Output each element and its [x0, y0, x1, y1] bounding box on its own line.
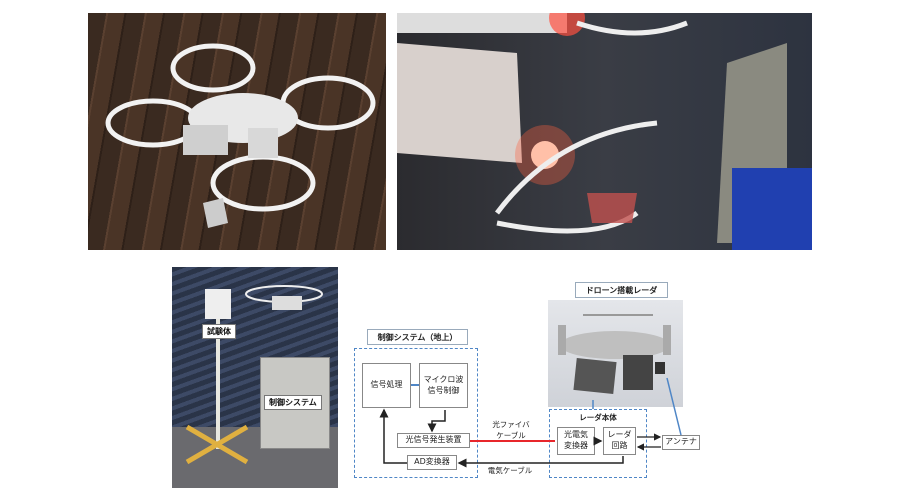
- drone-radar-icon: [397, 13, 812, 250]
- drone-icon: [105, 43, 376, 228]
- test-setup-photo: 試験体 制御システム: [172, 267, 338, 488]
- drone-icon: [558, 314, 671, 395]
- drone-icon: [245, 285, 323, 310]
- test-target-tag: 試験体: [202, 324, 236, 339]
- radar-body-label: レーダ本体: [579, 413, 617, 422]
- chamber-closeup-photo: [397, 13, 812, 250]
- drone-radar-render: [548, 300, 683, 407]
- control-system-group: [354, 348, 478, 478]
- signal-processing-block: 信号処理: [362, 363, 411, 408]
- oe-converter-block: 光電気 変換器: [557, 427, 595, 455]
- control-system-tag: 制御システム: [264, 395, 322, 410]
- antenna-block: アンテナ: [662, 435, 700, 450]
- ad-converter-block: AD変換器: [407, 455, 457, 470]
- electric-cable-label: 電気ケーブル: [487, 466, 533, 475]
- test-target-panel: [205, 289, 231, 319]
- stand-base-icon: [185, 424, 249, 465]
- radar-circuit-block: レーダ 回路: [603, 427, 636, 455]
- control-system-label: 制御システム（地上）: [367, 329, 468, 345]
- radar-body-group: [549, 409, 647, 478]
- optical-signal-generator-block: 光信号発生装置: [397, 433, 470, 448]
- fiber-cable-label: 光ファイバ ケーブル: [492, 420, 530, 440]
- microwave-control-block: マイクロ波 信号制御: [419, 363, 468, 408]
- drone-radar-label: ドローン搭載レーダ: [575, 282, 668, 298]
- outdoor-drone-photo: [88, 13, 386, 250]
